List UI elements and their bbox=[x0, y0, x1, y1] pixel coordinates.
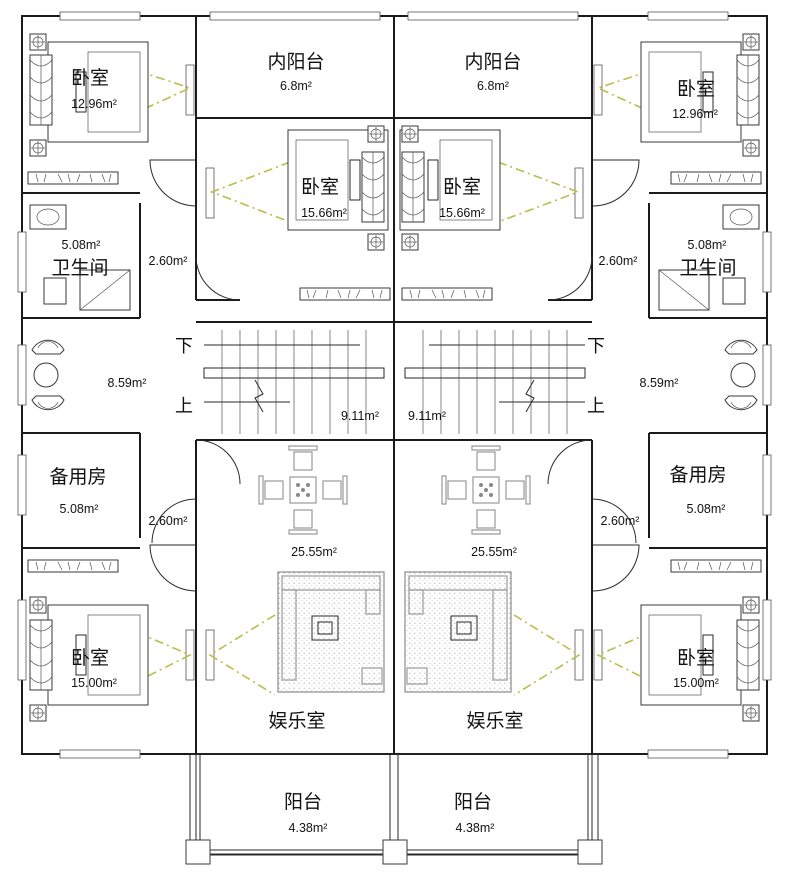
hall-corridor-left-area: 2.60m² bbox=[149, 254, 188, 268]
stair-right-down-mark: 下 bbox=[587, 336, 605, 357]
lounge-left-area: 8.59m² bbox=[108, 376, 147, 390]
spare-room-left-name: 备用房 bbox=[49, 466, 106, 488]
stair-left-down-mark: 下 bbox=[175, 336, 193, 357]
lounge-chairs-left bbox=[31, 339, 65, 411]
inner-balcony-right-area: 6.8m² bbox=[477, 79, 509, 93]
spare-room-right-name: 备用房 bbox=[669, 464, 726, 486]
bathroom-right-name: 卫生间 bbox=[679, 257, 736, 279]
spare-room-left-area: 5.08m² bbox=[60, 502, 99, 516]
spare-corridor-left-area: 2.60m² bbox=[149, 514, 188, 528]
entertainment-left-name: 娱乐室 bbox=[268, 710, 325, 732]
bedroom-c-right-furniture bbox=[640, 559, 762, 722]
interior-walls bbox=[22, 16, 767, 754]
stair-left-up-mark: 上 bbox=[175, 396, 193, 417]
bathroom-left-name: 卫生间 bbox=[51, 257, 108, 279]
bedroom-b-right-area: 15.66m² bbox=[439, 206, 485, 220]
balconies bbox=[185, 753, 603, 865]
balcony-left-name: 阳台 bbox=[284, 791, 322, 813]
bathroom-right-fixtures bbox=[658, 204, 760, 311]
balcony-right-area: 4.38m² bbox=[456, 821, 495, 835]
stairs-left bbox=[203, 330, 385, 434]
balcony-left-area: 4.38m² bbox=[289, 821, 328, 835]
entertainment-left-furniture bbox=[258, 445, 385, 693]
entertainment-right-area: 25.55m² bbox=[471, 545, 517, 559]
stairs-right bbox=[404, 330, 586, 434]
stair-right-up-mark: 上 bbox=[587, 396, 605, 417]
bedroom-a-left-name: 卧室 bbox=[71, 67, 109, 89]
bedroom-b-right-name: 卧室 bbox=[443, 176, 481, 198]
room-labels: 内阳台 6.8m² 内阳台 6.8m² 卧室 12.96m² 卧室 12.96m… bbox=[49, 51, 736, 835]
bathroom-left-area: 5.08m² bbox=[62, 238, 101, 252]
entertainment-left-area: 25.55m² bbox=[291, 545, 337, 559]
spare-corridor-right-area: 2.60m² bbox=[601, 514, 640, 528]
bathroom-right-area: 5.08m² bbox=[688, 238, 727, 252]
bathroom-left-fixtures bbox=[29, 204, 131, 311]
lounge-right-area: 8.59m² bbox=[640, 376, 679, 390]
spare-room-right-area: 5.08m² bbox=[687, 502, 726, 516]
entertainment-right-name: 娱乐室 bbox=[466, 710, 523, 732]
bedroom-c-left-area: 15.00m² bbox=[71, 676, 117, 690]
bedroom-c-right-area: 15.00m² bbox=[673, 676, 719, 690]
stair-left-area: 9.11m² bbox=[341, 409, 379, 423]
inner-balcony-left-name: 内阳台 bbox=[267, 51, 324, 73]
bedroom-b-left-name: 卧室 bbox=[301, 176, 339, 198]
bedroom-c-right-name: 卧室 bbox=[677, 647, 715, 669]
bedroom-a-right-area: 12.96m² bbox=[672, 107, 718, 121]
balcony-right-name: 阳台 bbox=[454, 791, 492, 813]
inner-balcony-left-area: 6.8m² bbox=[280, 79, 312, 93]
bedroom-a-right-name: 卧室 bbox=[677, 78, 715, 100]
hall-corridor-right-area: 2.60m² bbox=[599, 254, 638, 268]
inner-balcony-right-name: 内阳台 bbox=[464, 51, 521, 73]
bedroom-c-left-name: 卧室 bbox=[71, 647, 109, 669]
bedroom-b-left-area: 15.66m² bbox=[301, 206, 347, 220]
bedroom-c-left-furniture bbox=[27, 559, 149, 722]
stair-right-area: 9.11m² bbox=[408, 409, 446, 423]
bedroom-a-left-area: 12.96m² bbox=[71, 97, 117, 111]
lounge-chairs-right bbox=[724, 339, 758, 411]
door-swings bbox=[149, 159, 640, 592]
entertainment-right-furniture bbox=[404, 445, 531, 693]
